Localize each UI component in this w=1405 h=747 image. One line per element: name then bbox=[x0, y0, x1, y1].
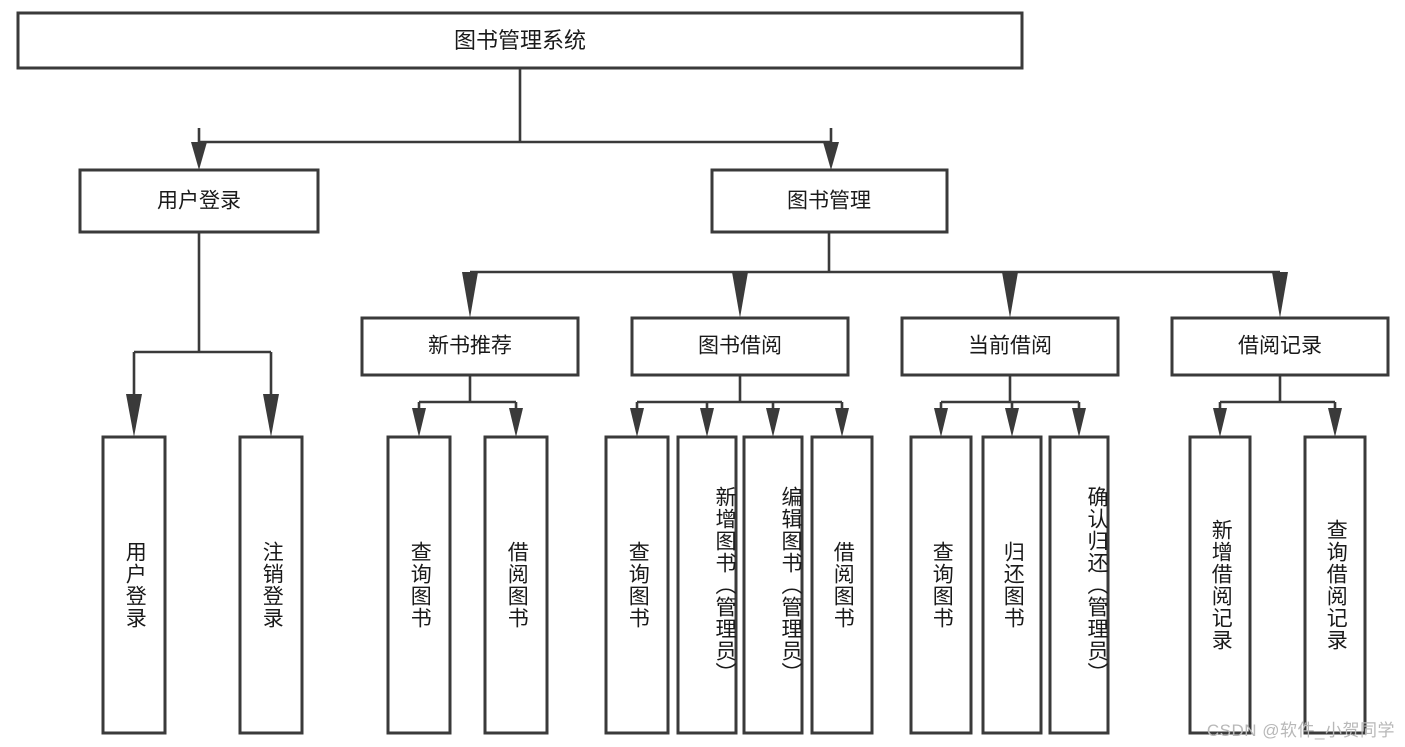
arrow-leaf-query-book-1 bbox=[412, 408, 426, 437]
leaf-user-login-box[interactable] bbox=[101, 435, 167, 735]
leaf-query-book-3-box[interactable] bbox=[909, 435, 973, 735]
leaf-add-record-box[interactable] bbox=[1188, 435, 1252, 735]
current-borrow-label: 当前借阅 bbox=[968, 335, 1052, 358]
arrow-leaf-query-book-3 bbox=[934, 408, 948, 437]
leaf-query-record-box[interactable] bbox=[1303, 435, 1367, 735]
borrow-record-box[interactable] bbox=[1170, 316, 1390, 377]
leaf-query-book-2-box[interactable] bbox=[604, 435, 670, 735]
connector-group-book-management bbox=[462, 232, 1288, 318]
node-new-book-recommend[interactable]: 新书推荐 bbox=[360, 316, 580, 377]
arrow-new-book-recommend bbox=[462, 272, 478, 318]
csdn-watermark: CSDN @软件_小贺同学 bbox=[1206, 721, 1395, 740]
new-book-recommend-box[interactable] bbox=[360, 316, 580, 377]
arrow-leaf-add-record bbox=[1213, 408, 1227, 437]
leaf-logout-box[interactable] bbox=[238, 435, 304, 735]
arrow-leaf-query-book-2 bbox=[630, 408, 644, 437]
arrow-leaf-query-record bbox=[1328, 408, 1342, 437]
leaf-borrow-book-2-box[interactable] bbox=[810, 435, 874, 735]
leaf-boxes bbox=[101, 435, 1367, 735]
connector-group-borrow-record bbox=[1213, 375, 1342, 437]
new-book-recommend-label: 新书推荐 bbox=[428, 335, 512, 358]
arrow-leaf-borrow-book-1 bbox=[509, 408, 523, 437]
arrow-user-login bbox=[191, 142, 207, 170]
arrow-leaf-confirm-return bbox=[1072, 408, 1086, 437]
connector-group-user-login bbox=[126, 232, 279, 437]
leaf-add-book-box[interactable] bbox=[676, 435, 738, 735]
connector-group-book-borrow bbox=[630, 375, 849, 437]
arrow-leaf-user-login bbox=[126, 394, 142, 437]
borrow-record-label: 借阅记录 bbox=[1238, 335, 1322, 358]
node-book-borrow[interactable]: 图书借阅 bbox=[630, 316, 850, 377]
root-label: 图书管理系统 bbox=[454, 28, 586, 53]
leaf-borrow-book-1-box[interactable] bbox=[483, 435, 549, 735]
book-management-box[interactable] bbox=[710, 168, 949, 234]
user-login-box[interactable] bbox=[78, 168, 320, 234]
node-book-management[interactable]: 图书管理 bbox=[710, 168, 949, 234]
node-user-login[interactable]: 用户登录 bbox=[78, 168, 320, 234]
leaf-edit-book-box[interactable] bbox=[742, 435, 804, 735]
leaf-return-book-box[interactable] bbox=[981, 435, 1043, 735]
node-current-borrow[interactable]: 当前借阅 bbox=[900, 316, 1120, 377]
node-root[interactable]: 图书管理系统 bbox=[16, 11, 1024, 70]
leaf-confirm-return-box[interactable] bbox=[1048, 435, 1110, 735]
arrow-leaf-return-book bbox=[1005, 408, 1019, 437]
arrow-book-management bbox=[823, 142, 839, 170]
arrow-borrow-record bbox=[1272, 272, 1288, 318]
connector-group-root bbox=[191, 68, 839, 170]
node-borrow-record[interactable]: 借阅记录 bbox=[1170, 316, 1390, 377]
arrow-book-borrow bbox=[732, 272, 748, 318]
book-borrow-box[interactable] bbox=[630, 316, 850, 377]
arrow-leaf-borrow-book-2 bbox=[835, 408, 849, 437]
connector-group-new-book-recommend bbox=[412, 375, 523, 437]
arrow-leaf-logout bbox=[263, 394, 279, 437]
book-borrow-label: 图书借阅 bbox=[698, 335, 782, 358]
current-borrow-box[interactable] bbox=[900, 316, 1120, 377]
arrow-leaf-add-book bbox=[700, 408, 714, 437]
arrow-leaf-edit-book bbox=[766, 408, 780, 437]
leaf-query-book-1-box[interactable] bbox=[386, 435, 452, 735]
connector-group-current-borrow bbox=[934, 375, 1086, 437]
user-login-label: 用户登录 bbox=[157, 190, 241, 213]
arrow-current-borrow bbox=[1002, 272, 1018, 318]
book-management-label: 图书管理 bbox=[787, 190, 871, 213]
root-box[interactable] bbox=[16, 11, 1024, 70]
